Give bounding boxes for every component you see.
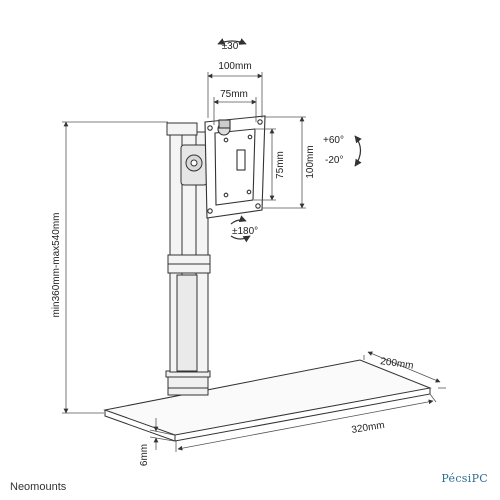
dim-height-100 [262, 116, 306, 209]
dim-base-width-label: 320mm [351, 420, 386, 436]
dim-height-100-label: 100mm [305, 145, 316, 178]
dim-base-depth [363, 351, 446, 389]
dim-base-thickness-label: 6mm [139, 444, 150, 466]
dim-base-thickness [149, 418, 175, 450]
swivel-label: ±30° [222, 41, 243, 52]
dim-base-depth-label: 200mm [380, 356, 415, 372]
dim-width-100 [207, 72, 263, 118]
dim-height-range-label: min360mm-max540mm [51, 212, 62, 317]
rotation-indicator: ±180° [230, 215, 258, 243]
tilt-down-label: -20° [325, 155, 343, 166]
watermark: PécsiPC [441, 472, 488, 485]
pole-clamp [180, 144, 208, 186]
dim-width-100-label: 100mm [218, 61, 251, 72]
column-foot [165, 370, 211, 396]
dim-width-75 [213, 97, 257, 125]
dim-base-width [175, 393, 437, 452]
swivel-indicator: ±30° [217, 38, 247, 52]
tilt-arrow-icon [354, 135, 362, 167]
dim-height-range [62, 121, 168, 414]
rotation-arrow-icon [230, 215, 247, 225]
dim-height-75 [254, 128, 276, 201]
brand-logo: Neomounts [10, 481, 67, 493]
rotation-label: ±180° [232, 226, 258, 237]
dim-height-75-label: 75mm [275, 151, 286, 179]
tilt-up-label: +60° [323, 135, 344, 146]
vesa-plate [204, 115, 266, 219]
tilt-indicator: +60° -20° [323, 135, 362, 167]
swivel-arrow-icon [217, 38, 247, 45]
dim-width-75-label: 75mm [220, 89, 248, 100]
